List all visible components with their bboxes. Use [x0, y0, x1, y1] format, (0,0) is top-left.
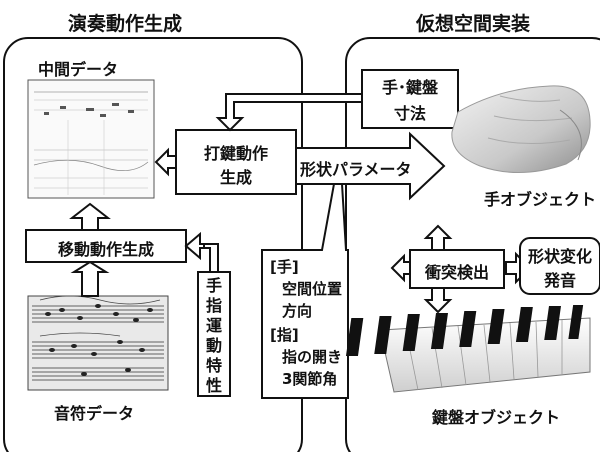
- midi-data-label: 中間データ: [38, 60, 119, 79]
- movement-label: 移動動作生成: [57, 240, 154, 259]
- hand-key-dims-box: [361, 69, 459, 129]
- hand-key-label-line2: 寸法: [393, 104, 426, 123]
- arrow-keystroke-to-midi: [154, 147, 177, 177]
- keystroke-label-line1: 打鍵動作: [203, 144, 268, 163]
- params-finger-item-2: 3関節角: [282, 370, 338, 388]
- shape-param-arrow: [295, 131, 446, 201]
- hand-object-label: 手オブジェクト: [484, 190, 597, 209]
- shape-change-label-line2: 発音: [543, 271, 576, 290]
- arrow-finger-stem: [203, 243, 219, 273]
- keyboard-object-label: 鍵盤オブジェクト: [432, 408, 561, 427]
- shape-change-box: [519, 237, 600, 295]
- keystroke-box: [175, 129, 297, 195]
- arrow-dims-to-keystroke: [215, 93, 363, 132]
- collision-label: 衝突検出: [424, 263, 489, 282]
- midi-data-thumbnail: [27, 79, 155, 199]
- score-thumbnail: [27, 295, 169, 391]
- collision-box: [409, 249, 505, 289]
- params-callout: [261, 183, 349, 399]
- params-finger-header: [指]: [270, 326, 299, 344]
- score-data-label: 音符データ: [54, 404, 135, 423]
- arrow-movement-to-midi: [69, 202, 111, 231]
- movement-box: [25, 229, 187, 263]
- keystroke-label-line2: 生成: [219, 168, 252, 187]
- params-finger-item-1: 指の開き: [282, 348, 343, 366]
- shape-change-label-line1: 形状変化: [527, 247, 592, 266]
- finger-char-label: 手 指 運 動 特 性: [205, 276, 222, 395]
- shape-param-label: 形状パラメータ: [300, 160, 412, 179]
- left-section-title: 演奏動作生成: [68, 13, 183, 35]
- hand-key-label-line1: 手･鍵盤: [381, 78, 438, 97]
- hand-object-image: [451, 85, 591, 173]
- right-section-title: 仮想空間実装: [416, 13, 531, 35]
- params-hand-item-2: 方向: [282, 302, 313, 320]
- params-hand-header: [手]: [270, 258, 299, 276]
- params-hand-item-1: 空間位置: [282, 280, 343, 298]
- finger-char-box: [197, 271, 231, 397]
- collision-arrows: [390, 224, 453, 314]
- keyboard-object-image: [345, 305, 591, 393]
- arrow-score-to-movement: [70, 260, 110, 297]
